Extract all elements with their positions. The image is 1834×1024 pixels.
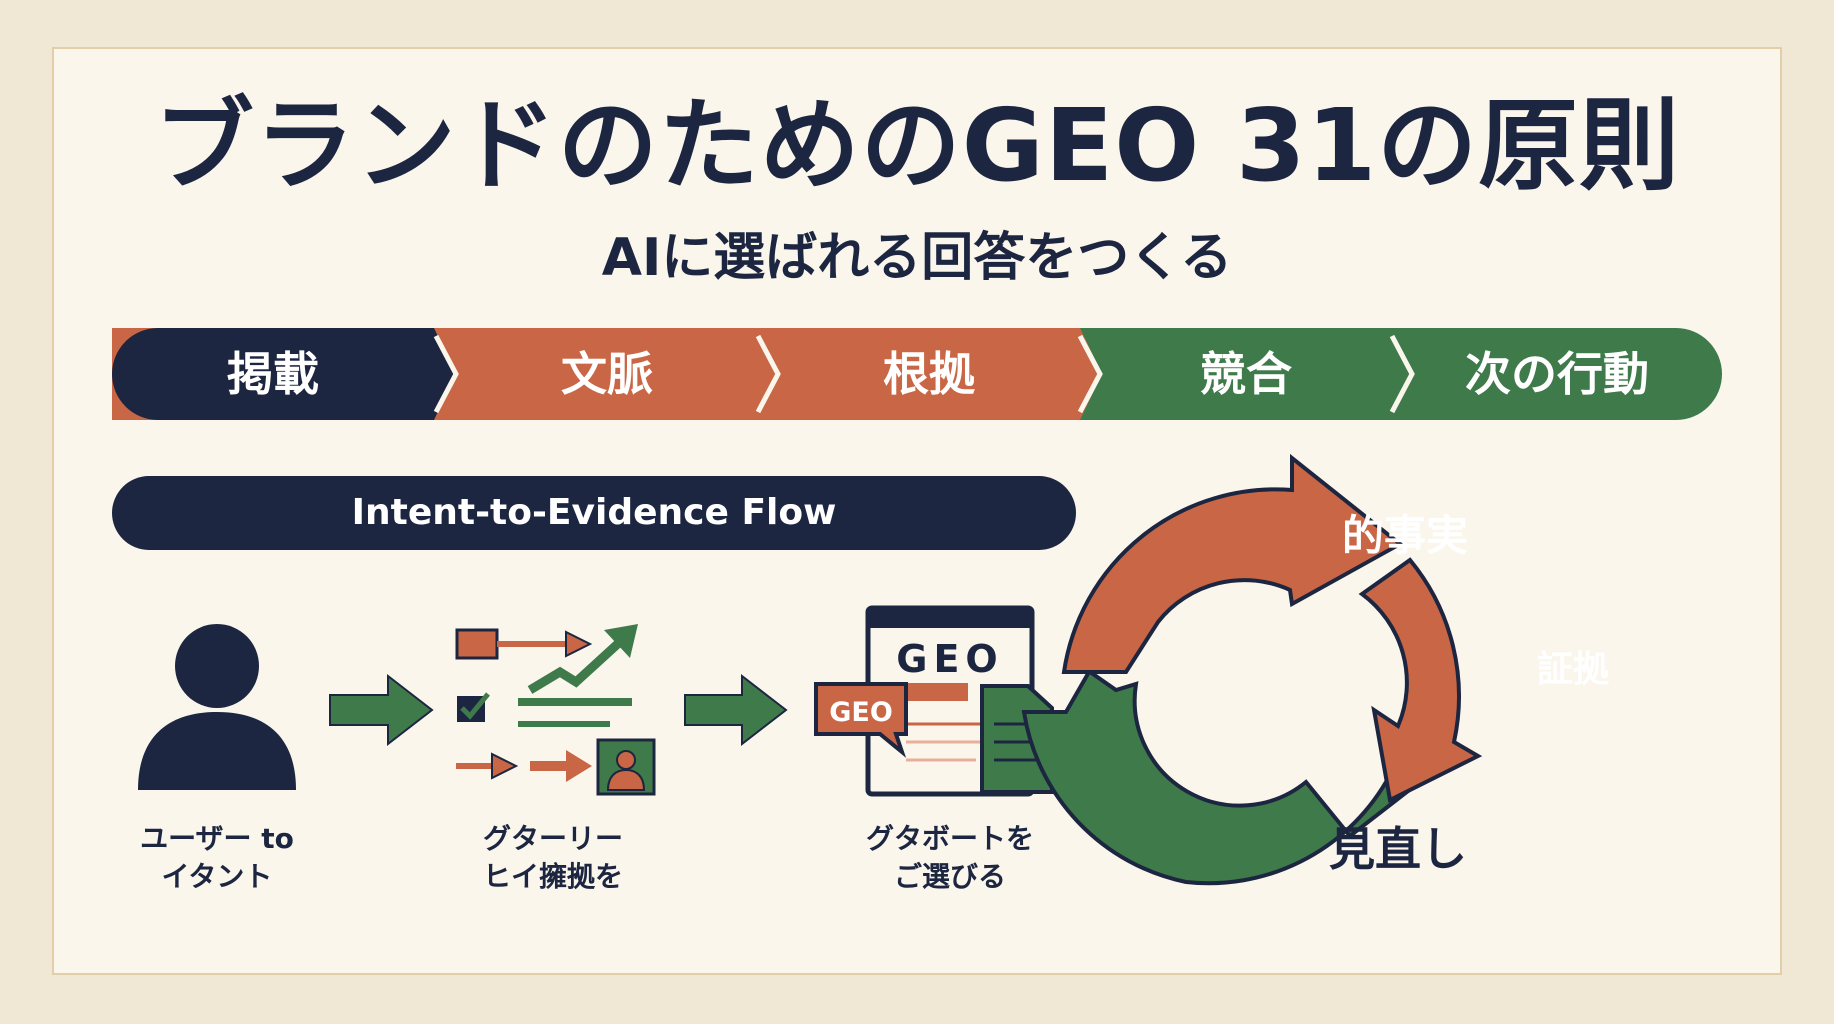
evidence-icon	[455, 624, 656, 796]
cycle-arrow-orange-top	[1061, 453, 1404, 674]
flow-heading: Intent-to-Evidence Flow	[112, 476, 1076, 550]
chevron-separator-3	[1077, 334, 1103, 414]
geo-page-title: GEO	[896, 637, 1003, 681]
user-caption-line-2: イタント	[161, 860, 273, 893]
cycle-label-evidence: 証拠	[1536, 649, 1609, 690]
user-icon	[138, 624, 296, 790]
step-bar: 掲載 文脈 根拠 競合 次の行動	[112, 328, 1722, 420]
chevron-separator-2	[755, 334, 781, 414]
step-label-4: 競合	[1200, 347, 1292, 401]
cycle-label-review: 見直し	[1329, 822, 1467, 876]
evidence-caption-line-1: グターリー	[482, 822, 623, 855]
cycle-arrow-green	[1021, 616, 1417, 886]
evidence-caption-line-2: ヒイ擁拠を	[482, 860, 623, 893]
step-bar-shapes	[112, 328, 1722, 420]
cycle-arrow-orange-right	[1358, 557, 1483, 803]
geo-page-icon	[814, 605, 1054, 797]
page-title: ブランドのためのGEO 31の原則	[153, 87, 1681, 204]
user-caption: ユーザー to イタント	[97, 820, 337, 896]
step-label-5: 次の行動	[1465, 347, 1649, 401]
chevron-separator-4	[1389, 334, 1415, 414]
step-label-3: 根拠	[883, 347, 975, 401]
green-arrow-icon-2	[684, 673, 788, 747]
page-subtitle: AIに選ばれる回答をつくる	[601, 228, 1233, 288]
evidence-caption: グターリー ヒイ擁拠を	[433, 820, 673, 896]
chevron-separator-1	[433, 334, 459, 414]
cycle-label-facts: 的事実	[1341, 511, 1468, 560]
step-label-1: 掲載	[227, 347, 319, 401]
user-caption-line-1: ユーザー to	[140, 822, 294, 855]
geo-caption-line-2: ご選びる	[893, 860, 1006, 893]
cycle-diagram	[1021, 453, 1483, 886]
green-arrow-icon-1	[329, 673, 434, 747]
geo-caption: グタボートを ご選びる	[830, 820, 1070, 896]
step-bar-navy-section	[112, 328, 456, 420]
step-label-2: 文脈	[561, 347, 653, 401]
geo-caption-line-1: グタボートを	[865, 822, 1034, 855]
geo-bubble-text: GEO	[829, 697, 893, 728]
